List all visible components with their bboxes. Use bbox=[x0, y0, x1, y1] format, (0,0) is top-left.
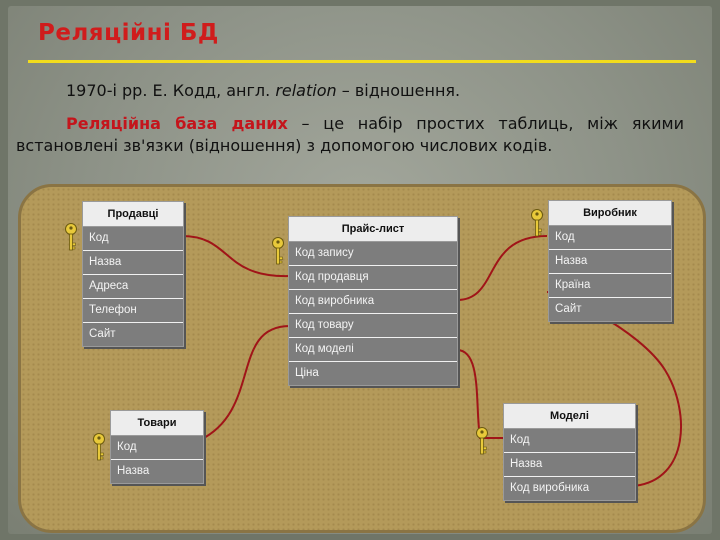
field-row: Назва bbox=[504, 453, 635, 477]
field-row: Код виробника bbox=[289, 290, 457, 314]
title-underline bbox=[28, 60, 696, 63]
field-row: Ціна bbox=[289, 362, 457, 385]
slide-title: Реляційні БД bbox=[38, 20, 219, 46]
key-icon bbox=[531, 209, 543, 237]
definition-paragraph: Реляційна база даних – це набір простих … bbox=[16, 113, 684, 157]
key-icon bbox=[65, 223, 77, 251]
table-manufacturer: Виробник Код Назва Країна Сайт bbox=[548, 200, 672, 322]
link-sellers-pricelist bbox=[181, 235, 291, 278]
link-pricelist-goods bbox=[199, 325, 291, 441]
table-header: Товари bbox=[111, 411, 203, 436]
intro-text: 1970-і рр. Е. Кодд, англ. bbox=[66, 81, 276, 100]
field-row: Телефон bbox=[83, 299, 183, 323]
field-row: Код запису bbox=[289, 242, 457, 266]
field-row: Країна bbox=[549, 274, 671, 298]
intro-tail: – відношення. bbox=[336, 81, 461, 100]
link-pricelist-manufacturer bbox=[456, 235, 548, 301]
field-row: Назва bbox=[111, 460, 203, 483]
field-row: Код виробника bbox=[504, 477, 635, 500]
field-row: Код моделі bbox=[289, 338, 457, 362]
table-header: Продавці bbox=[83, 202, 183, 227]
key-icon bbox=[272, 237, 284, 265]
intro-paragraph: 1970-і рр. Е. Кодд, англ. relation – від… bbox=[16, 80, 684, 102]
field-row: Назва bbox=[549, 250, 671, 274]
table-models: Моделі Код Назва Код виробника bbox=[503, 403, 636, 501]
field-row: Код bbox=[111, 436, 203, 460]
field-row: Адреса bbox=[83, 275, 183, 299]
field-row: Сайт bbox=[83, 323, 183, 346]
definition-text: – це набір простих таблиць, між якими вс… bbox=[16, 114, 685, 155]
table-header: Виробник bbox=[549, 201, 671, 226]
table-header: Прайс-лист bbox=[289, 217, 457, 242]
field-row: Код товару bbox=[289, 314, 457, 338]
table-header: Моделі bbox=[504, 404, 635, 429]
key-icon bbox=[93, 433, 105, 461]
definition-term: Реляційна база даних bbox=[66, 114, 288, 133]
field-row: Код bbox=[549, 226, 671, 250]
table-sellers: Продавці Код Назва Адреса Телефон Сайт bbox=[82, 201, 184, 347]
field-row: Код продавця bbox=[289, 266, 457, 290]
field-row: Код bbox=[83, 227, 183, 251]
field-row: Назва bbox=[83, 251, 183, 275]
relation-word: relation bbox=[275, 81, 337, 100]
field-row: Код bbox=[504, 429, 635, 453]
field-row: Сайт bbox=[549, 298, 671, 321]
table-goods: Товари Код Назва bbox=[110, 410, 204, 484]
key-icon bbox=[476, 427, 488, 455]
link-pricelist-models bbox=[456, 349, 503, 439]
table-pricelist: Прайс-лист Код запису Код продавця Код в… bbox=[288, 216, 458, 386]
